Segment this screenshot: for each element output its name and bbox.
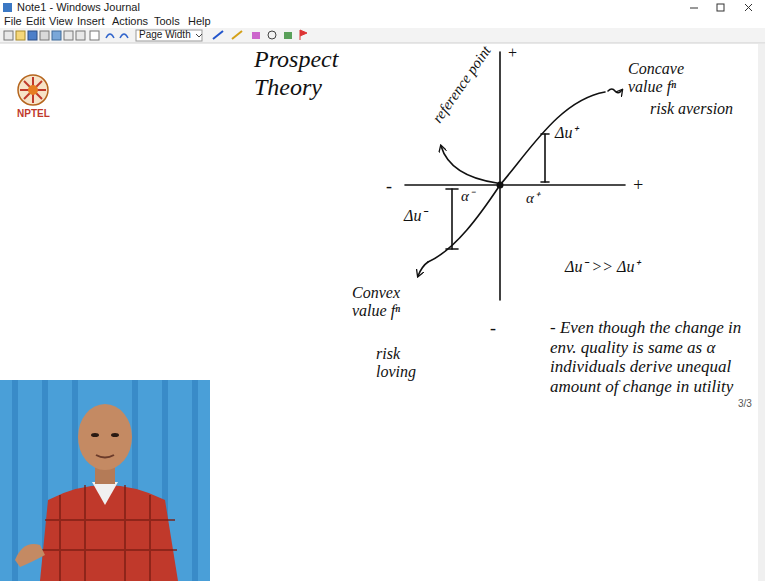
toolbar-border [0,43,765,44]
menu-item: File [4,15,22,28]
window-title: Note1 - Windows Journal [17,1,140,14]
graph-annotation: reference point [429,43,495,127]
menu-item: Edit [26,15,45,28]
window-controls [690,4,752,11]
axis-sign: + [507,44,518,62]
axis-sign: - [386,176,392,197]
axis-point-label: α⁺ [526,190,539,207]
y-axis [499,52,501,300]
logo-text: NPTEL [17,108,50,120]
reference-arrow [441,146,497,183]
concave-pointer [608,89,622,93]
note-heading: Prospect Theory [254,46,366,101]
axis-point-label: α⁻ [461,188,474,205]
menu-item: Tools [154,15,180,28]
menu-item: Actions [112,15,148,28]
convex-pointer [418,262,428,276]
delta-label: Δu⁺ [555,124,577,142]
page-number: 3/3 [738,398,752,410]
toolbar-icons [4,30,307,41]
menu-item: View [49,15,73,28]
convex-curve [428,185,500,262]
menu-bar [0,15,765,28]
scrollbar [758,44,765,581]
x-axis [405,184,625,186]
delta-u-minus-bracket [446,189,458,249]
concave-curve [500,92,605,185]
reference-dot [497,182,504,189]
curve-annotation: risk loving [376,345,428,382]
menu-item: Help [188,15,211,28]
delta-u-plus-bracket [541,134,549,182]
app-icon [3,3,12,12]
toolbar [0,28,765,43]
explanatory-note: - Even though the change in env. quality… [550,318,750,396]
nptel-logo [18,75,48,105]
curve-annotation: Concave value fⁿ [628,60,700,97]
axis-sign: + [632,175,644,196]
curve-annotation: risk aversion [650,100,758,118]
zoom-dropdown: Page Width [139,29,191,41]
inequality-note: Δu⁻ >> Δu⁺ [565,258,639,276]
menu-item: Insert [77,15,105,28]
title-bar [0,0,765,15]
axis-sign: - [490,318,496,339]
curve-annotation: Convex value fⁿ [352,284,422,321]
delta-label: Δu⁻ [404,207,426,225]
